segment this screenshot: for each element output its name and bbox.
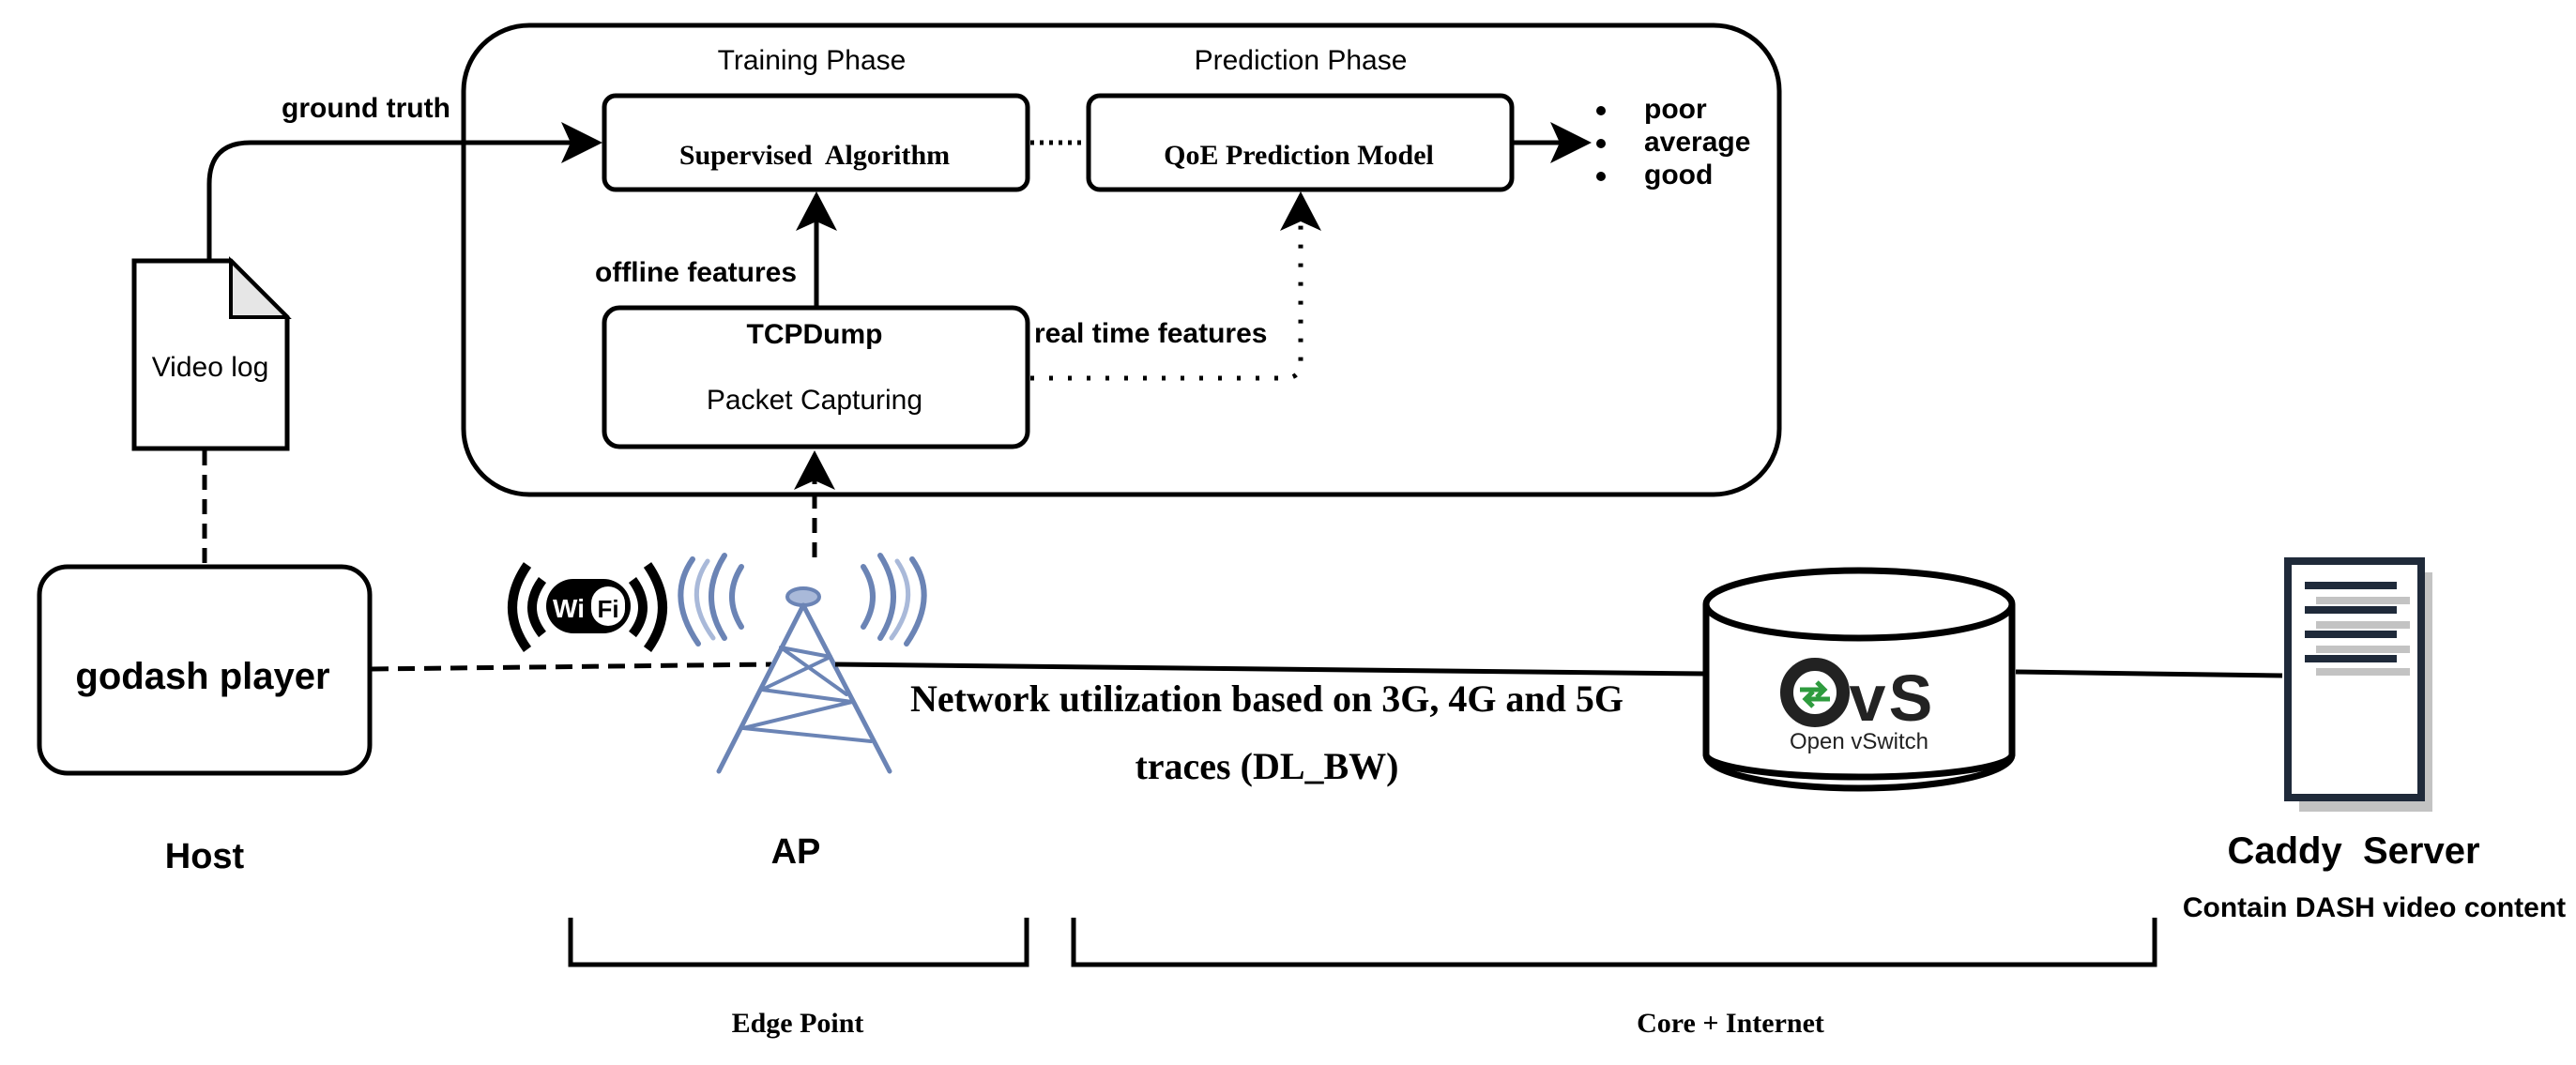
ovs-logo-v: v: [1850, 662, 1886, 735]
qoe-class-good: good: [1644, 160, 1713, 190]
ovs-logo-s: S: [1889, 662, 1933, 735]
offline-features-label: offline features: [595, 257, 797, 288]
real-time-features-arrowhead: [1280, 191, 1321, 231]
tcpdump-box: [602, 305, 1030, 449]
ovs-caption: Open vSwitch: [1790, 729, 1928, 754]
player-to-ap-link: [371, 662, 772, 672]
wifi-text-right: Fi: [597, 595, 618, 623]
supervised-algorithm-box: [602, 93, 1030, 192]
cell-tower-icon: [678, 553, 927, 774]
wifi-icon: Wi Fi: [508, 562, 667, 652]
qoe-class-bullet: [1596, 172, 1606, 181]
video-log-label: Video log: [152, 352, 269, 383]
caddy-server-sublabel: Contain DASH video content: [2183, 892, 2566, 923]
ml-pipeline-container: [461, 23, 1782, 497]
host-label: Host: [165, 837, 245, 876]
qoe-output-arrowhead: [1550, 122, 1592, 163]
ap-label: AP: [771, 832, 821, 872]
tcpdump-subtitle: Packet Capturing: [707, 385, 922, 416]
godash-player-label: godash player: [75, 656, 329, 697]
qoe-prediction-model-label: QoE Prediction Model: [1164, 140, 1434, 171]
real-time-features-label: real time features: [1034, 318, 1267, 349]
qoe-class-poor: poor: [1644, 94, 1707, 125]
network-utilization-line1: Network utilization based on 3G, 4G and …: [910, 677, 1623, 720]
qoe-class-bullet: [1596, 139, 1606, 148]
godash-player-box: [37, 564, 373, 776]
ground-truth-label: ground truth: [282, 93, 450, 124]
wifi-text-left: Wi: [553, 594, 585, 623]
server-icon: [2284, 557, 2432, 812]
core-internet-label: Core + Internet: [1637, 1008, 1824, 1039]
ap-to-ovs-link: [834, 662, 1707, 677]
qoe-class-average: average: [1644, 127, 1750, 158]
supervised-algorithm-label: Supervised Algorithm: [679, 140, 950, 171]
tcpdump-title: TCPDump: [747, 319, 883, 350]
network-utilization-line2: traces (DL_BW): [1135, 745, 1398, 787]
qoe-class-bullet: [1596, 106, 1606, 115]
ground-truth-arrow: [206, 140, 582, 259]
ap-to-tcpdump-arrowhead: [794, 450, 835, 490]
ovs-to-server-link: [2015, 669, 2283, 678]
open-vswitch-logo: v S Open vSwitch: [1702, 567, 2016, 792]
caddy-server-label: Caddy Server: [2227, 830, 2479, 872]
ground-truth-arrowhead: [561, 122, 602, 163]
offline-features-arrowhead: [796, 191, 837, 231]
qoe-prediction-model-box: [1086, 93, 1515, 192]
training-phase-label: Training Phase: [718, 45, 907, 76]
core-internet-bracket: [1071, 918, 2157, 967]
document-fold: [229, 256, 292, 319]
prediction-phase-label: Prediction Phase: [1195, 45, 1408, 76]
real-time-features-path: [1030, 214, 1303, 381]
edge-point-bracket: [568, 918, 1029, 967]
edge-point-label: Edge Point: [732, 1008, 864, 1039]
